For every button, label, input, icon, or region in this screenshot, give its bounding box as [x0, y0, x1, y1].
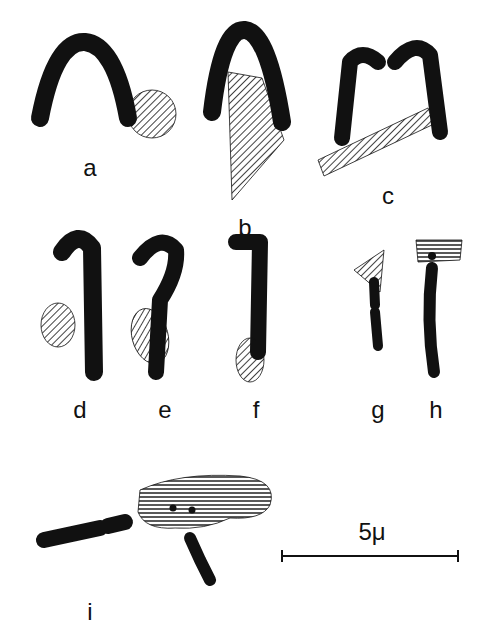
scale-bar	[457, 550, 459, 562]
panel-letter: b	[238, 216, 251, 240]
satellite-dot	[170, 505, 177, 512]
nucleolus	[236, 338, 264, 382]
nucleolus	[354, 250, 384, 292]
panel-letter: d	[73, 398, 86, 422]
panel-letter: c	[382, 184, 394, 208]
nucleolus	[228, 72, 284, 200]
satellite-dot	[189, 507, 196, 514]
chromosome	[190, 538, 210, 580]
nucleolus	[125, 304, 174, 367]
panel-letter: i	[87, 600, 92, 624]
chromosome	[44, 522, 125, 540]
chromosome	[40, 42, 128, 118]
panel-letter: e	[158, 398, 171, 422]
scale-label: 5μ	[358, 520, 385, 544]
chromosome	[236, 242, 260, 352]
chromosome	[429, 268, 434, 372]
chromosome	[374, 282, 378, 346]
nucleolus	[128, 90, 176, 138]
scale-bar	[282, 555, 458, 557]
scale-bar	[281, 550, 283, 562]
chromosome	[62, 239, 94, 372]
nucleolus	[138, 475, 271, 528]
nucleolus	[416, 240, 462, 262]
satellite-dot	[428, 252, 436, 260]
panel-letter: a	[83, 156, 96, 180]
panel-letter: f	[253, 398, 260, 422]
panel-letter: h	[429, 398, 442, 422]
chromosome	[342, 55, 378, 138]
panel-letter: g	[371, 398, 384, 422]
nucleolus	[41, 303, 75, 347]
nucleolus	[318, 108, 434, 176]
